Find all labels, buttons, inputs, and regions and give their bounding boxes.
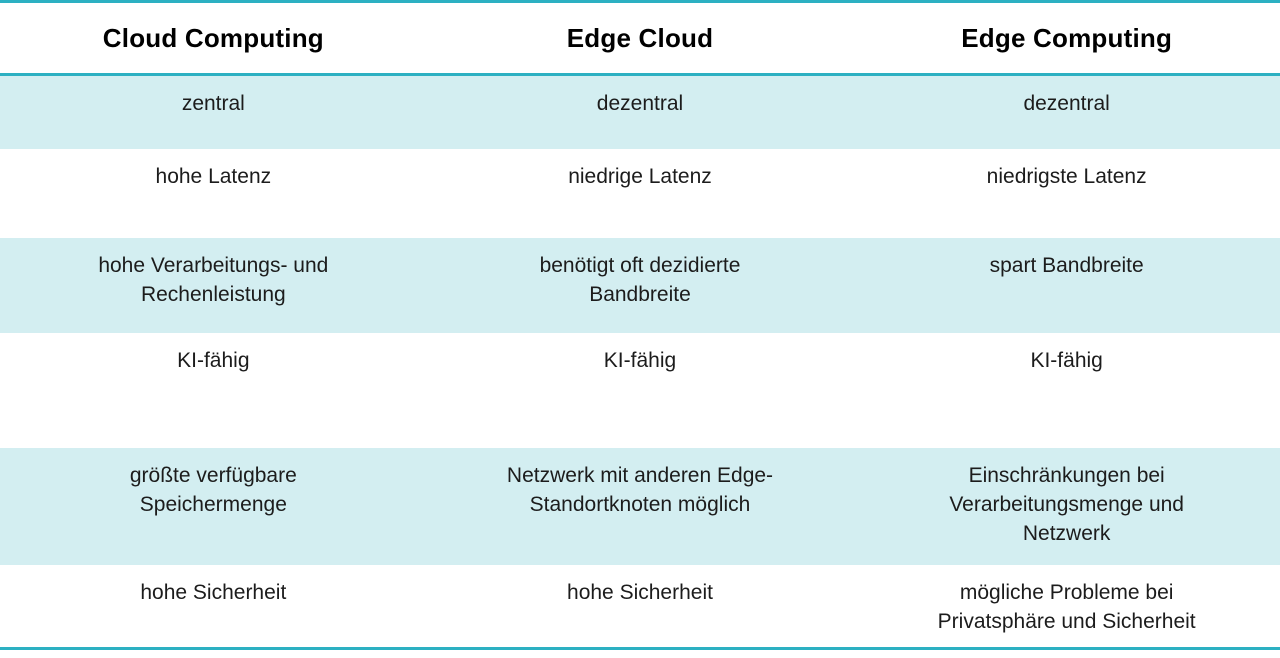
table-cell: Einschränkungen bei Verarbeitungsmenge u… [949, 464, 1184, 545]
table-cell: dezentral [596, 92, 684, 115]
top-border-line [0, 0, 1280, 3]
table-cell: benötigt oft dezidierte Bandbreite [539, 254, 741, 306]
table-cell: niedrigste Latenz [986, 165, 1147, 188]
table-cell: hohe Verarbeitungs- und Rechenleistung [98, 254, 329, 306]
table-row-latency: hohe Latenz niedrige Latenz niedrigste L… [0, 149, 1280, 238]
table-row-ai-capability: KI-fähig KI-fähig KI-fähig [0, 333, 1280, 448]
bottom-border-line [0, 647, 1280, 650]
table-cell: Netzwerk mit anderen Edge- Standortknote… [506, 464, 774, 516]
table-row-storage-network: größte verfügbare Speichermenge Netzwerk… [0, 448, 1280, 565]
table-cell: KI-fähig [603, 349, 677, 372]
table-cell: niedrige Latenz [568, 165, 712, 188]
table-cell: KI-fähig [177, 349, 250, 372]
header-separator-line [0, 73, 1280, 76]
table-cell: hohe Sicherheit [567, 581, 713, 604]
table-row-centralization: zentral dezentral dezentral [0, 76, 1280, 149]
table-cell: mögliche Probleme bei Privatsphäre und S… [937, 581, 1196, 633]
column-header-edge-cloud: Edge Cloud [566, 22, 714, 53]
table-cell: größte verfügbare Speichermenge [129, 464, 297, 516]
table-cell: KI-fähig [1030, 349, 1103, 372]
table-cell: zentral [181, 92, 245, 115]
table-cell: hohe Latenz [155, 165, 272, 188]
table-cell: hohe Sicherheit [140, 581, 287, 604]
table-header-row: Cloud Computing Edge Cloud Edge Computin… [0, 3, 1280, 73]
column-header-cloud-computing: Cloud Computing [102, 22, 324, 53]
table-cell: spart Bandbreite [989, 254, 1144, 277]
table-row-security: hohe Sicherheit hohe Sicherheit mögliche… [0, 565, 1280, 647]
column-header-edge-computing: Edge Computing [961, 22, 1173, 53]
table-row-bandwidth: hohe Verarbeitungs- und Rechenleistung b… [0, 238, 1280, 333]
table-cell: dezentral [1023, 92, 1110, 115]
